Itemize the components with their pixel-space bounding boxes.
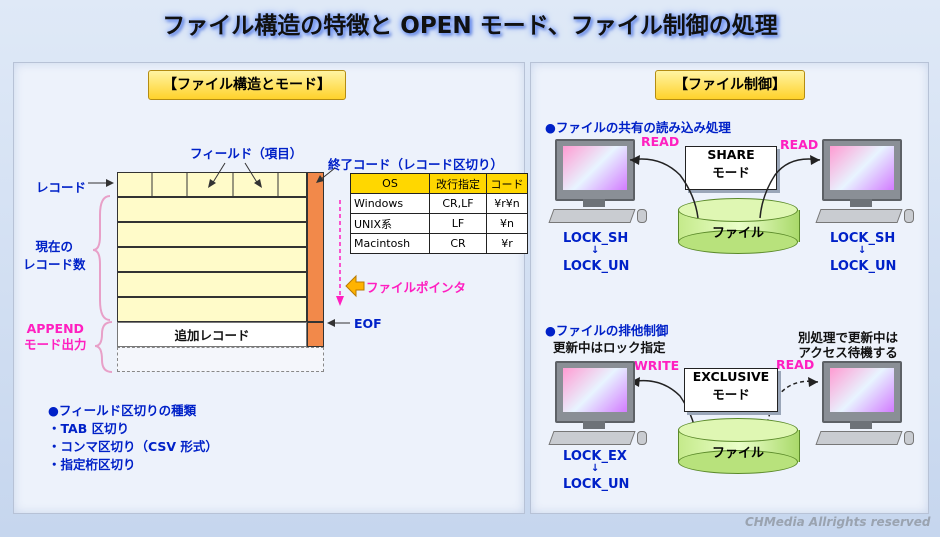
newline-table: OS 改行指定 コード Windows CR,LF ¥r¥n UNIX系 LF … [350, 173, 528, 254]
file-cylinder-icon: ファイル [678, 418, 800, 476]
exclusive-mode-box: EXCLUSIVE モード [684, 368, 778, 412]
structure-lines [88, 162, 365, 373]
delimiter-heading: ●フィールド区切りの種類 [48, 403, 197, 418]
field-label: フィールド（項目） [190, 146, 303, 161]
exclusive-read-label: READ [776, 357, 815, 372]
left-lock-arrow: ↓ [591, 245, 600, 256]
add-terminator [307, 322, 324, 347]
code-header: コード [486, 173, 528, 194]
append-label: APPEND モード出力 [24, 321, 87, 352]
wait-note: 別処理で更新中は アクセス待機する [798, 330, 899, 360]
os-cell: UNIX系 [350, 213, 430, 234]
page-title: ファイル構造の特徴と OPEN モード、ファイル制御の処理 [162, 13, 778, 39]
read-label-left: READ [641, 134, 680, 149]
exclusive-subheading: 更新中はロック指定 [553, 340, 666, 355]
code-cell: ¥n [486, 213, 528, 234]
delimiter-item: ・TAB 区切り [48, 421, 130, 436]
os-header: OS [350, 173, 430, 194]
delimiter-item: ・指定桁区切り [48, 457, 136, 472]
right-lock-un: LOCK_UN [830, 259, 897, 274]
record-row [117, 247, 307, 272]
write-label: WRITE [634, 358, 680, 373]
left-lock-un: LOCK_UN [563, 259, 630, 274]
shared-file-label: ファイル [711, 226, 764, 241]
file-control-heading: 【ファイル制御】 [655, 70, 805, 100]
terminator-column [307, 172, 324, 322]
exclusive-file-label: ファイル [711, 446, 764, 461]
newline-cell: CR,LF [429, 193, 487, 214]
os-cell: Macintosh [350, 233, 430, 254]
read-label-right: READ [780, 137, 819, 152]
computer-icon [548, 361, 647, 451]
computer-icon [815, 361, 914, 451]
record-row [117, 197, 307, 222]
file-pointer-label: ファイルポインタ [366, 280, 467, 295]
shared-read-heading: ●ファイルの共有の読み込み処理 [545, 120, 731, 135]
right-lock-sh: LOCK_SH [830, 231, 896, 246]
delimiter-item: ・コンマ区切り（CSV 形式） [48, 439, 218, 454]
record-label: レコード [36, 180, 87, 195]
code-cell: ¥r [486, 233, 528, 254]
exclusive-heading: ●ファイルの排他制御 [545, 323, 669, 338]
computer-icon [548, 139, 647, 229]
current-records-label: 現在の レコード数 [23, 239, 86, 272]
newline-cell: LF [429, 213, 487, 234]
left-lock-sh: LOCK_SH [563, 231, 629, 246]
newline-cell: CR [429, 233, 487, 254]
file-structure-heading: 【ファイル構造とモード】 [148, 70, 346, 100]
record-row [117, 272, 307, 297]
exclusive-mode-line2: モード [712, 387, 750, 402]
exclusive-mode-line1: EXCLUSIVE [692, 369, 770, 384]
add-record-row: 追加レコード [117, 322, 307, 347]
record-row [117, 297, 307, 322]
future-record-row [117, 347, 324, 372]
computer-icon [815, 139, 914, 229]
newline-header: 改行指定 [429, 173, 487, 194]
os-cell: Windows [350, 193, 430, 214]
right-lock-arrow: ↓ [858, 245, 867, 256]
terminator-label: 終了コード（レコード区切り） [328, 157, 504, 172]
table-row: Windows CR,LF ¥r¥n [350, 193, 528, 214]
table-row: UNIX系 LF ¥n [350, 213, 528, 234]
code-cell: ¥r¥n [486, 193, 528, 214]
share-mode-line2: モード [712, 165, 750, 180]
lock-ex-arrow: ↓ [591, 463, 600, 474]
table-row: Macintosh CR ¥r [350, 233, 528, 254]
share-mode-box: SHARE モード [685, 146, 777, 190]
copyright-footer: CHMedia Allrights reserved [745, 515, 931, 529]
lock-ex: LOCK_EX [563, 449, 627, 464]
share-mode-line1: SHARE [707, 147, 755, 162]
record-row [117, 222, 307, 247]
lock-un-exclusive: LOCK_UN [563, 477, 630, 492]
eof-label: EOF [354, 316, 382, 331]
add-record-label: 追加レコード [174, 328, 250, 343]
